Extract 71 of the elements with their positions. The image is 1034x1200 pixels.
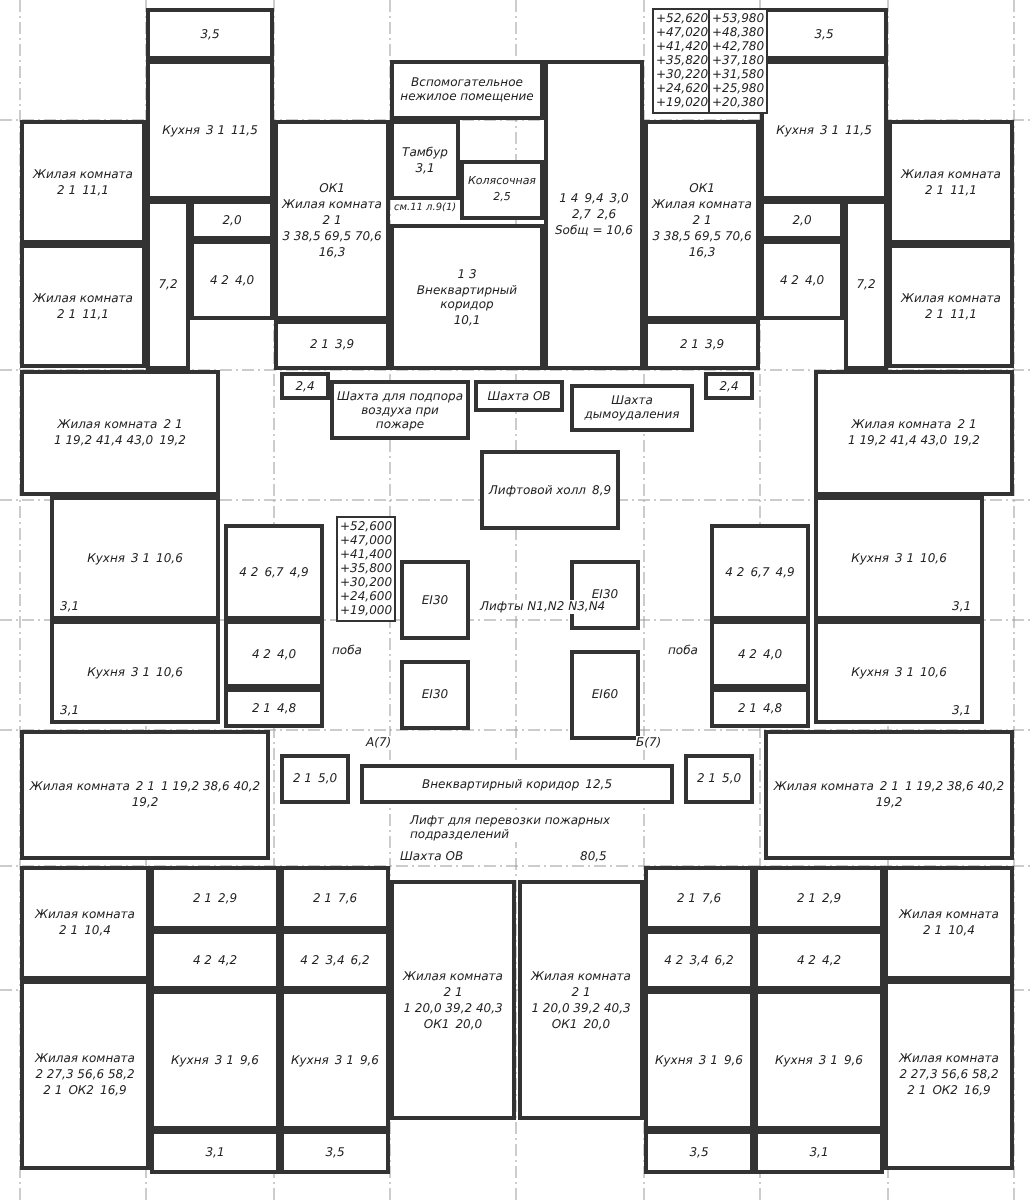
room — [704, 372, 754, 400]
room — [644, 1130, 754, 1174]
room — [150, 1130, 280, 1174]
room — [20, 730, 270, 860]
room — [644, 120, 760, 320]
room — [888, 120, 1014, 244]
room — [390, 120, 460, 200]
room — [280, 990, 390, 1130]
room — [460, 160, 544, 220]
room — [570, 650, 640, 740]
room — [474, 380, 564, 412]
room — [390, 60, 544, 120]
room — [146, 60, 274, 200]
room — [760, 60, 888, 200]
room — [274, 120, 390, 320]
room — [150, 930, 280, 990]
room — [400, 560, 470, 640]
room — [280, 372, 330, 400]
room — [644, 930, 754, 990]
room — [754, 866, 884, 930]
room — [754, 990, 884, 1130]
room — [544, 60, 644, 370]
room — [190, 200, 274, 240]
room — [146, 8, 274, 60]
room — [844, 200, 888, 370]
room — [400, 660, 470, 730]
room — [764, 730, 1014, 860]
room — [754, 930, 884, 990]
room — [20, 120, 146, 244]
room — [274, 320, 390, 370]
room — [50, 496, 220, 620]
room — [20, 244, 146, 368]
room — [390, 880, 516, 1120]
room — [224, 620, 324, 688]
room — [50, 620, 220, 724]
room — [280, 930, 390, 990]
room — [888, 244, 1014, 368]
room — [20, 980, 150, 1170]
room — [644, 866, 754, 930]
room — [224, 688, 324, 728]
room — [814, 370, 1014, 496]
room — [570, 384, 694, 432]
room — [190, 240, 274, 320]
room — [390, 224, 544, 370]
room — [146, 200, 190, 370]
room — [710, 620, 810, 688]
room — [280, 1130, 390, 1174]
room — [150, 990, 280, 1130]
room — [644, 320, 760, 370]
room — [570, 560, 640, 630]
room — [360, 764, 674, 804]
room — [710, 524, 810, 620]
room — [754, 1130, 884, 1174]
room — [644, 990, 754, 1130]
room — [150, 866, 280, 930]
room — [814, 496, 984, 620]
room — [884, 980, 1014, 1170]
room — [280, 866, 390, 930]
room — [224, 524, 324, 620]
room — [280, 754, 350, 804]
room — [20, 866, 150, 980]
room — [20, 370, 220, 496]
room — [684, 754, 754, 804]
room — [330, 380, 470, 440]
room — [480, 450, 620, 530]
room — [884, 866, 1014, 980]
room — [760, 200, 844, 240]
room — [518, 880, 644, 1120]
room — [814, 620, 984, 724]
room — [710, 688, 810, 728]
room — [760, 240, 844, 320]
